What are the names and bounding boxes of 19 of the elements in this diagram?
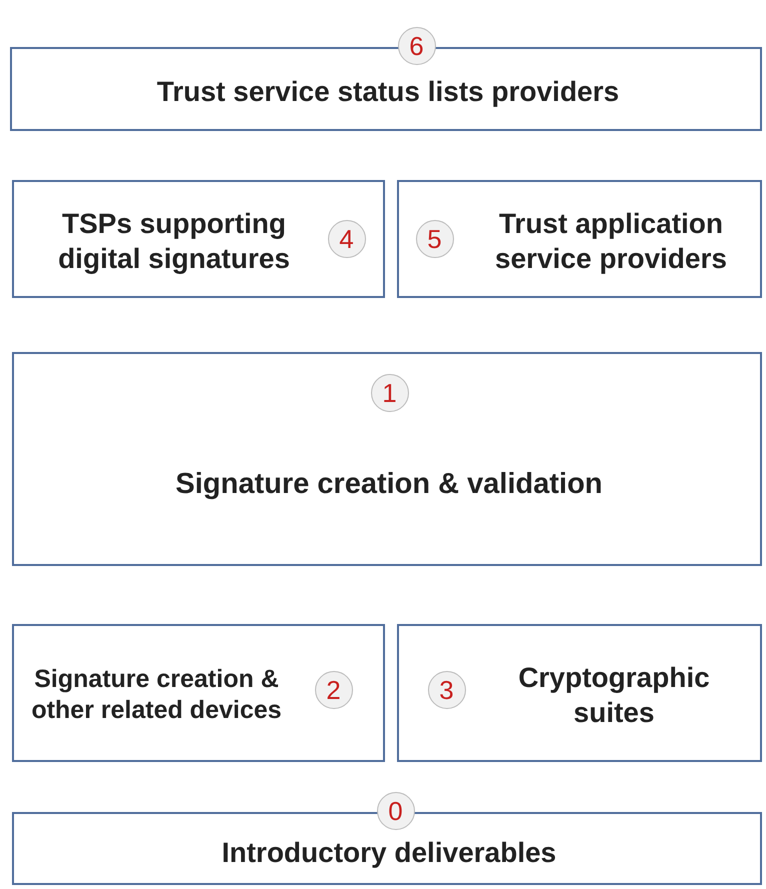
- box-title: Trust application service providers: [494, 207, 728, 276]
- number-badge: 0: [376, 792, 414, 830]
- category-box: [12, 180, 385, 298]
- number-badge: 1: [370, 374, 408, 412]
- category-box: [397, 624, 762, 762]
- category-box: [12, 624, 385, 762]
- box-title: Signature creation & validation: [175, 466, 603, 502]
- box-title: Signature creation & other related devices: [30, 664, 283, 726]
- number-badge: 2: [314, 670, 352, 708]
- box-title: Introductory deliverables: [222, 836, 556, 870]
- number-badge: 4: [328, 220, 366, 258]
- box-title: TSPs supporting digital signatures: [57, 207, 291, 276]
- box-title: Trust service status lists providers: [156, 74, 620, 108]
- box-title: Cryptographic suites: [517, 661, 711, 730]
- category-box: [12, 352, 762, 566]
- category-box: [397, 180, 762, 298]
- number-badge: 5: [416, 220, 454, 258]
- number-badge: 3: [428, 670, 466, 708]
- number-badge: 6: [398, 26, 436, 64]
